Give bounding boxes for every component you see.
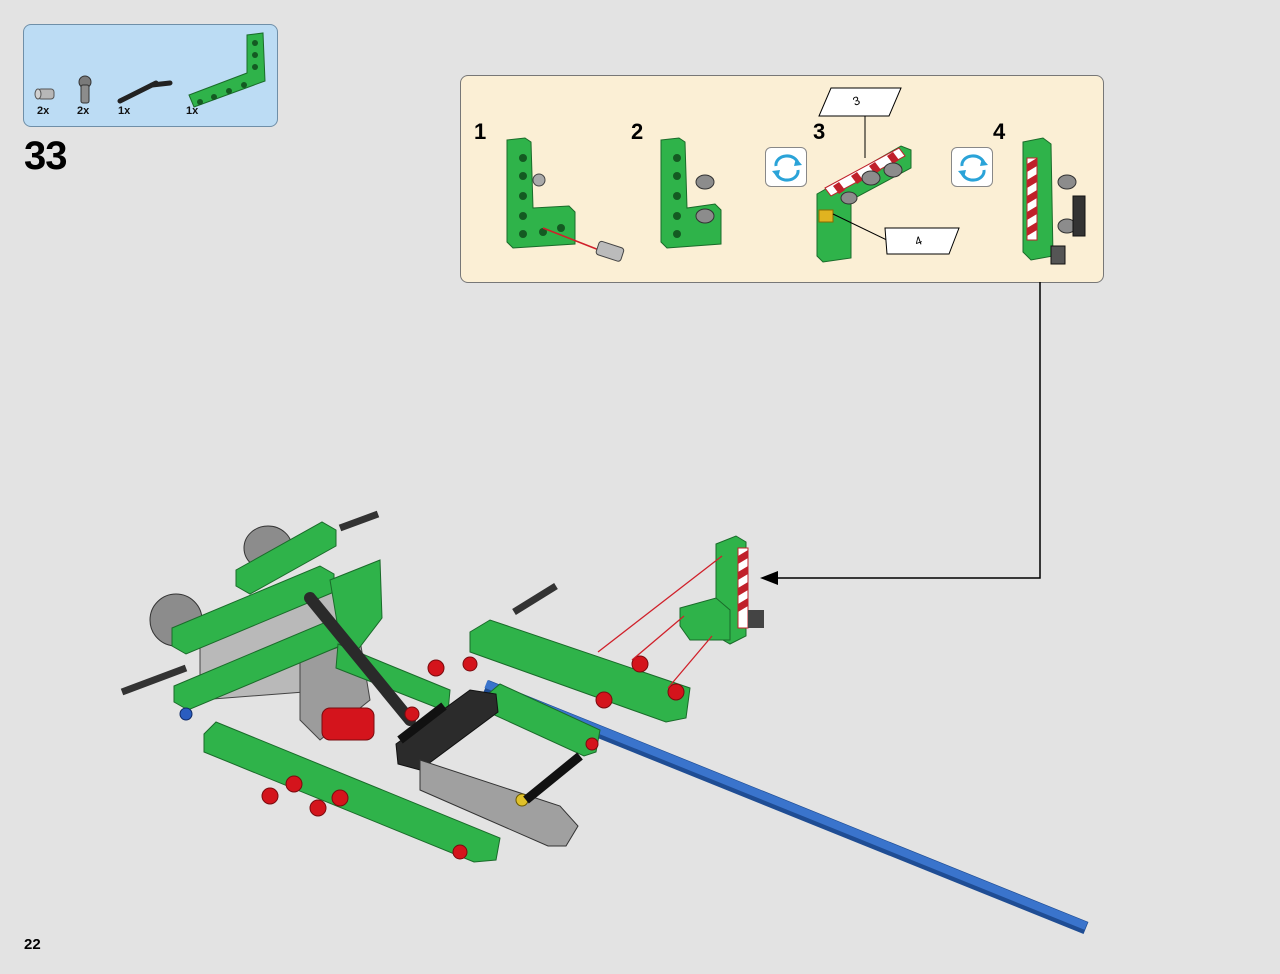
sub-step-4-image — [1022, 137, 1086, 265]
sub-step-1-image — [506, 137, 625, 262]
parts-list-box: 2x 2x 1x 1x — [23, 24, 278, 127]
sub-assembly-box: 1 2 3 4 — [460, 75, 1104, 283]
part-quantity: 1x — [186, 105, 199, 117]
sub-step-2-image — [660, 137, 722, 249]
sub-assembly-illustrations — [506, 87, 1086, 265]
sub-step-3-image — [816, 87, 960, 263]
part-quantity: 2x — [77, 105, 90, 117]
page-number: 22 — [24, 936, 41, 953]
rotate-model-icon — [951, 147, 993, 187]
sub-step-number: 3 — [813, 119, 826, 144]
sub-step-number: 2 — [631, 119, 644, 144]
sticker-callout — [818, 87, 902, 117]
l-beam-part-image — [188, 32, 266, 108]
sub-step-number: 1 — [474, 119, 487, 144]
part-quantity: 2x — [37, 105, 50, 117]
part-quantity: 1x — [118, 105, 131, 117]
step-number: 33 — [24, 134, 67, 178]
axle-pin-part-image — [34, 88, 55, 100]
towball-pin-part-image — [78, 75, 92, 104]
parts-illustrations — [34, 32, 266, 108]
axle-part-image — [117, 80, 173, 104]
sub-step-number: 4 — [993, 119, 1006, 144]
sticker-callout — [884, 227, 960, 255]
rotate-model-icon — [765, 147, 807, 187]
